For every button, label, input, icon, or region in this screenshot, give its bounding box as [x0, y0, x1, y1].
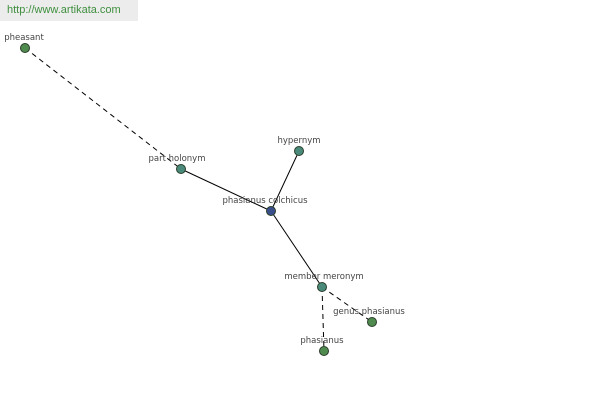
- edge-part-holonym-to-center: [180, 168, 272, 212]
- node-label-member-meronym[interactable]: member meronym: [284, 272, 363, 282]
- node-member-meronym[interactable]: [317, 282, 327, 292]
- edge-center-to-member-meronym: [270, 210, 323, 288]
- node-part-holonym[interactable]: [176, 164, 186, 174]
- node-label-phasianus[interactable]: phasianus: [300, 336, 344, 346]
- node-phasianus[interactable]: [319, 346, 329, 356]
- node-pheasant[interactable]: [20, 43, 30, 53]
- edge-pheasant-to-part-holonym: [24, 47, 182, 170]
- node-label-hypernym[interactable]: hypernym: [277, 136, 320, 146]
- edge-member-meronym-to-genus-phasianus: [321, 286, 373, 323]
- node-label-part-holonym[interactable]: part holonym: [149, 154, 206, 164]
- graph-labels: pheasant part holonym hypernym phasianus co…: [4, 33, 405, 346]
- node-label-genus-phasianus[interactable]: genus phasianus: [333, 307, 405, 317]
- edge-hypernym-to-center: [270, 150, 300, 212]
- node-hypernym[interactable]: [294, 146, 304, 156]
- graph-edges: [24, 47, 373, 352]
- graph-nodes: [20, 43, 377, 356]
- node-label-center[interactable]: phasianus colchicus: [222, 196, 308, 206]
- edge-member-meronym-to-phasianus: [321, 286, 325, 352]
- node-label-pheasant[interactable]: pheasant: [4, 33, 44, 43]
- node-genus-phasianus[interactable]: [367, 317, 377, 327]
- node-center[interactable]: [266, 206, 276, 216]
- site-url-link[interactable]: http://www.artikata.com: [0, 0, 138, 21]
